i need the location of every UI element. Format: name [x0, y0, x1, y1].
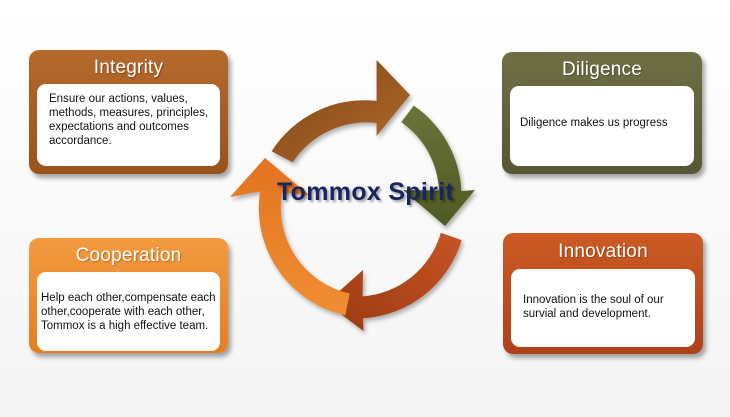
integrity-line: Ensure our actions, values,: [49, 93, 188, 105]
diligence-description: Diligence makes us progress: [510, 86, 694, 166]
integrity-description: Ensure our actions, values, methods, mea…: [37, 84, 220, 166]
cooperation-line: Tommox is a high effective team.: [41, 320, 209, 332]
innovation-line: Innovation is the soul of our: [523, 294, 664, 306]
diligence-title: Diligence: [562, 59, 642, 80]
integrity-line: accordance.: [49, 135, 112, 147]
cooperation-description: Help each other,compensate each other,co…: [37, 272, 220, 351]
integrity-line: methods, measures, principles,: [49, 107, 209, 119]
innovation-card: Innovation Innovation is the soul of our…: [503, 233, 703, 354]
integrity-title: Integrity: [93, 57, 164, 78]
arrow-cooperation-to-integrity: [230, 158, 350, 316]
center-title: Tommox Spirit: [276, 178, 455, 206]
cooperation-card: Cooperation Help each other,compensate e…: [29, 238, 228, 353]
arrow-innovation-to-cooperation: [326, 232, 462, 331]
cooperation-line: Help each other,compensate each: [41, 292, 216, 304]
integrity-card: Integrity Ensure our actions, values, me…: [29, 50, 228, 174]
diligence-line: Diligence makes us progress: [520, 117, 668, 129]
cooperation-line: other,cooperate with each other,: [41, 306, 205, 318]
innovation-line: survial and development.: [523, 308, 651, 320]
arrow-diligence-to-innovation: [401, 105, 475, 226]
arrow-integrity-to-diligence: [271, 60, 410, 163]
innovation-title: Innovation: [558, 241, 648, 262]
diligence-card: Diligence Diligence makes us progress: [502, 52, 702, 174]
innovation-description: Innovation is the soul of our survial an…: [511, 269, 695, 347]
cooperation-title: Cooperation: [75, 245, 182, 266]
integrity-line: expectations and outcomes: [49, 121, 190, 133]
